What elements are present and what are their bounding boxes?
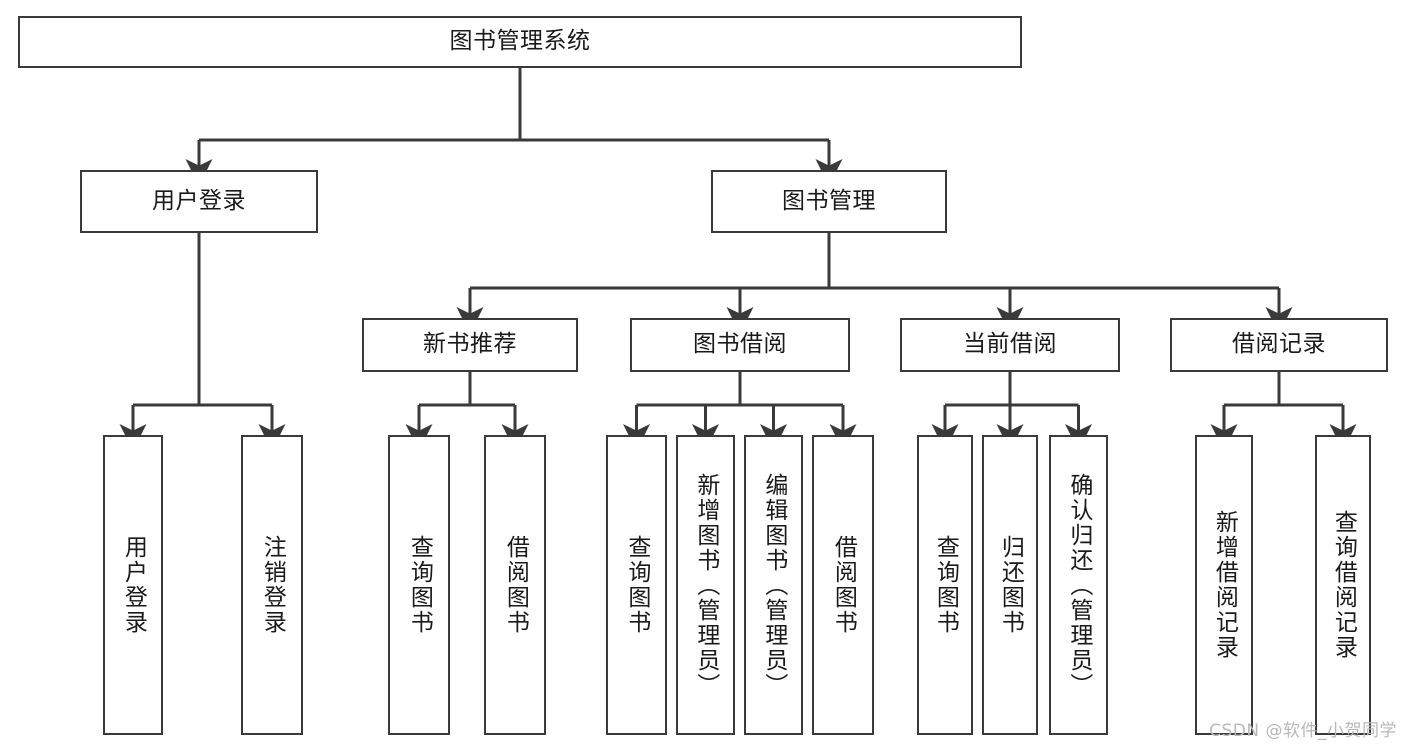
node-label: 图书管理系统 (449, 28, 591, 55)
leaf-confirm-return-admin[interactable]: 确认归还（管理员） (1049, 435, 1108, 735)
node-label: 编辑图书（管理员） (760, 472, 787, 698)
leaf-query-book-rec[interactable]: 查询图书 (388, 435, 450, 735)
node-label: 归还图书 (997, 535, 1024, 635)
node-borrow-records[interactable]: 借阅记录 (1170, 318, 1388, 372)
node-label: 新增图书（管理员） (692, 472, 719, 698)
leaf-add-borrow-record[interactable]: 新增借阅记录 (1195, 435, 1253, 735)
node-label: 新增借阅记录 (1211, 510, 1238, 660)
node-root[interactable]: 图书管理系统 (18, 16, 1022, 68)
node-label: 用户登录 (120, 535, 147, 635)
node-new-book-recommendation[interactable]: 新书推荐 (362, 318, 578, 372)
node-current-borrowing[interactable]: 当前借阅 (900, 318, 1120, 372)
node-label: 图书管理 (782, 187, 876, 214)
leaf-query-book-current[interactable]: 查询图书 (917, 435, 973, 735)
leaf-logout[interactable]: 注销登录 (241, 435, 303, 735)
node-label: 查询图书 (932, 535, 959, 635)
leaf-edit-book-admin[interactable]: 编辑图书（管理员） (744, 435, 803, 735)
leaf-return-book[interactable]: 归还图书 (982, 435, 1038, 735)
node-label: 借阅记录 (1232, 331, 1326, 358)
node-label: 查询借阅记录 (1330, 510, 1357, 660)
leaf-borrow-book-borrow[interactable]: 借阅图书 (812, 435, 874, 735)
node-label: 借阅图书 (502, 535, 529, 635)
node-label: 新书推荐 (423, 331, 517, 358)
node-label: 确认归还（管理员） (1065, 472, 1092, 698)
node-label: 查询图书 (406, 535, 433, 635)
node-label: 当前借阅 (963, 331, 1057, 358)
leaf-query-borrow-record[interactable]: 查询借阅记录 (1315, 435, 1371, 735)
node-label: 用户登录 (152, 187, 246, 214)
node-label: 注销登录 (259, 535, 286, 635)
leaf-borrow-book-rec[interactable]: 借阅图书 (484, 435, 546, 735)
leaf-user-login[interactable]: 用户登录 (103, 435, 163, 735)
node-book-borrowing[interactable]: 图书借阅 (630, 318, 850, 372)
leaf-query-book-borrow[interactable]: 查询图书 (606, 435, 667, 735)
watermark: CSDN @软件_小贺同学 (1209, 721, 1397, 741)
node-label: 借阅图书 (830, 535, 857, 635)
node-label: 图书借阅 (693, 331, 787, 358)
leaf-add-book-admin[interactable]: 新增图书（管理员） (676, 435, 735, 735)
node-book-management[interactable]: 图书管理 (711, 170, 947, 233)
node-user-login[interactable]: 用户登录 (80, 170, 318, 233)
node-label: 查询图书 (623, 535, 650, 635)
